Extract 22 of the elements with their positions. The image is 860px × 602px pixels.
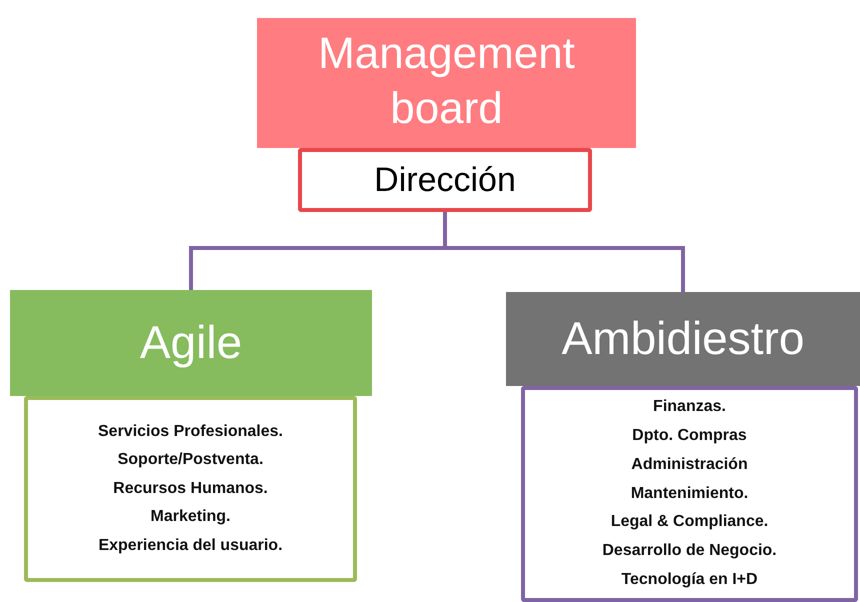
list-item: Administración	[631, 454, 748, 475]
list-item: Tecnología en I+D	[621, 570, 758, 590]
list-item: Legal & Compliance.	[610, 512, 768, 532]
board-box	[257, 18, 636, 148]
list-item: Dpto. Compras	[632, 426, 747, 446]
list-item: Recursos Humanos.	[113, 478, 268, 499]
list-item: Desarrollo de Negocio.	[602, 541, 777, 562]
list-box	[24, 396, 357, 582]
list-box	[521, 386, 858, 602]
direction-box	[298, 148, 592, 212]
heading-text: Management board	[317, 28, 576, 135]
list-item: Soporte/Postventa.	[118, 450, 264, 470]
list-item: Marketing.	[150, 507, 230, 528]
list-item: Finanzas.	[653, 397, 726, 418]
list-item: Servicios Profesionales.	[98, 422, 283, 442]
list-item: Experiencia del usuario.	[98, 536, 283, 556]
heading-text: Ambidiestro	[562, 311, 804, 366]
box-title: Dirección	[374, 160, 516, 200]
category-box	[10, 290, 372, 396]
heading-text: Agile	[140, 315, 242, 370]
category-box	[506, 292, 860, 386]
list-item: Mantenimiento.	[630, 484, 748, 504]
